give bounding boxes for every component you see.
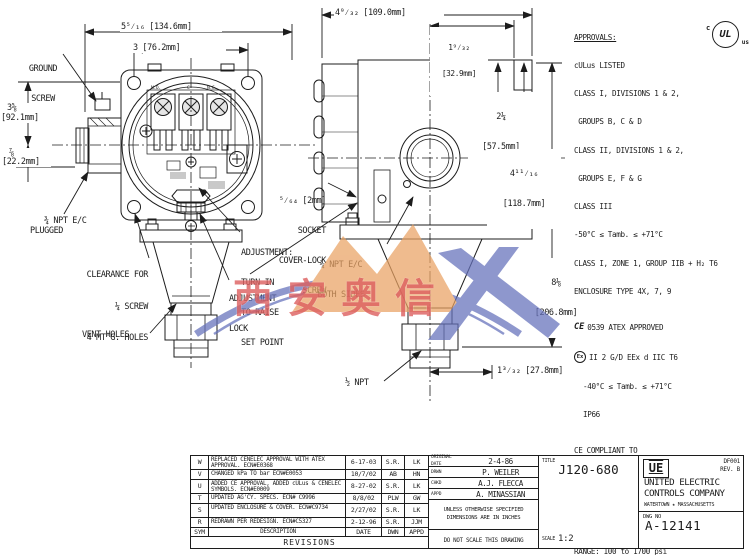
revision-row: V CHANGED kPa TO bar ECN#E0053 10/7/02 A… (191, 470, 428, 480)
company-location: WATERTOWN ★ MASSACHUSETTS (644, 502, 715, 508)
ue-logo: UE (643, 459, 669, 478)
revision-row: T UPDATED AG'CY. SPECS. ECN# C9996 8/8/0… (191, 494, 428, 504)
clearance-label: CLEARANCE FOR ¼ SCREW 4 MT'G. HOLES (86, 270, 149, 343)
ground-screw-label: GROUND SCREW (28, 64, 58, 104)
checked-by-row: CHKD A.J. FLECCA (429, 478, 538, 489)
signatures-section: ORIGINAL DATE 2-4-86 DRWN P. WEILER CHKD… (429, 455, 539, 500)
dim-side-bottom: 1³⁄₃₂ [27.8mm] (496, 366, 565, 376)
terminal-nc-label: N.C. (207, 86, 217, 91)
scale-section: SCALE 1:2 (539, 530, 639, 548)
revision-row: W REPLACED CENELEC APPROVAL WITH ATEX AP… (191, 456, 428, 470)
dim-side-body: 4¹¹⁄₁₆ [118.7mm] (487, 149, 561, 229)
revision-row: S UPDATED ENCLOSURE & COVER. ECN#C9734 2… (191, 504, 428, 518)
spec-note: UNLESS OTHERWISE SPECIFIED DIMENSIONS AR… (429, 500, 539, 530)
dim-height-in: 3⅝ (6, 103, 40, 113)
dwg-no-value: A-12141 (645, 518, 702, 533)
company-name-line1: UNITED ELECTRIC (644, 477, 720, 488)
dim-side-width: 4⁹⁄₃₂ [109.0mm] (334, 8, 444, 18)
scale-value: 1:2 (557, 533, 574, 544)
dim-hub-in: ⅞ (8, 148, 38, 158)
company-name-line2: CONTROLS COMPANY (644, 488, 725, 499)
ce-mark-icon: CE (574, 322, 585, 332)
dim-width-holes: 3 [76.2mm] (132, 43, 226, 53)
vent-holes-label: VENT HOLES (82, 330, 130, 340)
company-section: UE DF001 REV. B UNITED ELECTRIC CONTROLS… (639, 456, 743, 548)
revisions-table: W REPLACED CENELEC APPROVAL WITH ATEX AP… (191, 456, 429, 548)
dim-height-mm: [92.1mm] (0, 113, 52, 123)
atex-ex-icon: Ex (574, 351, 586, 364)
revision-header-row: SYM DESCRIPTION DATE DWN APPD (191, 528, 428, 537)
drawing-title: J120-680 (558, 462, 619, 477)
scale-label: SCALE (542, 536, 555, 542)
npt-plugged-label-line2: PLUGGED (30, 226, 64, 236)
divider (639, 511, 743, 512)
npt-bottom-label: ½ NPT (345, 378, 369, 388)
revision-row: U ADDED CE APPROVAL, ADDED cULus & CENEL… (191, 480, 428, 494)
original-date-row: ORIGINAL DATE 2-4-86 (429, 455, 538, 467)
watermark-text: 西安奥信 (233, 276, 449, 322)
doc-code: DF001 REV. B (720, 458, 740, 473)
title-label: TITLE (542, 459, 555, 464)
npt-plugged-label-line1: ¾ NPT E/C (44, 216, 87, 226)
title-section: TITLE J120-680 (539, 456, 639, 530)
dim-hub-mm: [22.2mm] (1, 157, 51, 167)
no-scale-note: DO NOT SCALE THIS DRAWING (429, 530, 539, 548)
drawn-by-row: DRWN P. WEILER (429, 467, 538, 478)
ul-listed-icon: UL c us (706, 21, 749, 48)
title-block: W REPLACED CENELEC APPROVAL WITH ATEX AP… (190, 455, 744, 549)
dwg-no-label: DWG NO (643, 514, 662, 520)
approvals-title: APPROVALS: (574, 32, 617, 42)
terminal-c-label: C (187, 86, 190, 91)
dim-width-outer: 5⁵⁄₁₆ [134.6mm] (120, 22, 222, 32)
terminal-no-label: N.O. (151, 86, 161, 91)
approved-by-row: APPD A. MINASSIAN (429, 489, 538, 500)
revisions-caption: REVISIONS (283, 537, 336, 547)
revision-row: R REDRAWN PER REDESIGN. ECN#C5327 2-12-9… (191, 518, 428, 528)
dim-side-center: 1⁹⁄₃₂ [32.9mm] (430, 27, 488, 96)
